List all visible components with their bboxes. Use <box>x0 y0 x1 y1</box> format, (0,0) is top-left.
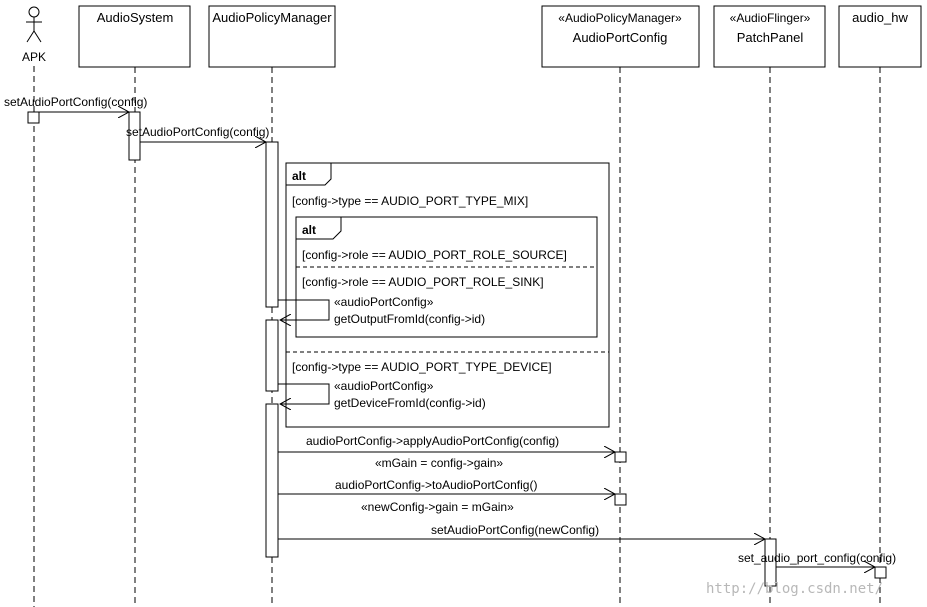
participant-stereotype: «AudioFlinger» <box>730 11 811 25</box>
activation-bar <box>614 451 627 463</box>
message-label: setAudioPortConfig(newConfig) <box>431 523 599 537</box>
message-label: setAudioPortConfig(config) <box>126 125 269 139</box>
participant-name: AudioPortConfig <box>573 30 668 45</box>
activation-bar <box>27 111 40 124</box>
participant-audioportconfig: «AudioPolicyManager» AudioPortConfig <box>541 5 700 68</box>
alt-frame-outer: alt [config->type == AUDIO_PORT_TYPE_MIX… <box>285 162 610 428</box>
guard-condition: [config->type == AUDIO_PORT_TYPE_MIX] <box>292 194 528 208</box>
participant-stereotype: «AudioPolicyManager» <box>558 11 682 25</box>
activations <box>27 111 887 587</box>
message-label: getDeviceFromId(config->id) <box>334 396 486 410</box>
participant-name: AudioPolicyManager <box>212 10 332 25</box>
watermark: http://blog.csdn.net/ <box>706 581 883 597</box>
guard-condition: [config->role == AUDIO_PORT_ROLE_SOURCE] <box>302 248 567 262</box>
frame-operator: alt <box>302 223 316 237</box>
message-arrows <box>39 112 875 567</box>
participant-audiosystem: AudioSystem <box>78 5 191 68</box>
message-label: audioPortConfig->toAudioPortConfig() <box>335 478 537 492</box>
message-label: setAudioPortConfig(config) <box>4 95 147 109</box>
activation-bar <box>128 111 141 161</box>
activation-bar <box>614 493 627 506</box>
message-note: «mGain = config->gain» <box>375 456 503 470</box>
self-message-arrow <box>278 299 330 320</box>
message-stereotype: «audioPortConfig» <box>334 379 434 393</box>
participant-audio-hw: audio_hw <box>838 5 922 68</box>
activation-bar <box>874 566 887 579</box>
message-label: audioPortConfig->applyAudioPortConfig(co… <box>306 434 559 448</box>
message-stereotype: «audioPortConfig» <box>334 295 434 309</box>
participant-name: PatchPanel <box>737 30 804 45</box>
participant-audiopolicymanager: AudioPolicyManager <box>208 5 336 68</box>
actor-apk: APK <box>22 6 46 64</box>
participant-name: audio_hw <box>852 10 908 25</box>
message-label: set_audio_port_config(config) <box>738 551 896 565</box>
message-label: getOutputFromId(config->id) <box>334 312 485 326</box>
activation-bar <box>265 319 279 392</box>
guard-condition: [config->type == AUDIO_PORT_TYPE_DEVICE] <box>292 360 552 374</box>
actor-label: APK <box>22 50 46 64</box>
participant-name: AudioSystem <box>97 10 174 25</box>
self-message-arrow <box>278 383 330 404</box>
participant-patchpanel: «AudioFlinger» PatchPanel <box>713 5 826 68</box>
activation-bar <box>764 538 777 587</box>
message-note: «newConfig->gain = mGain» <box>361 500 514 514</box>
alt-frame-inner: alt [config->role == AUDIO_PORT_ROLE_SOU… <box>295 216 598 338</box>
guard-condition: [config->role == AUDIO_PORT_ROLE_SINK] <box>302 275 544 289</box>
frame-operator: alt <box>292 169 306 183</box>
activation-bar <box>265 403 279 558</box>
activation-bar <box>265 141 279 308</box>
